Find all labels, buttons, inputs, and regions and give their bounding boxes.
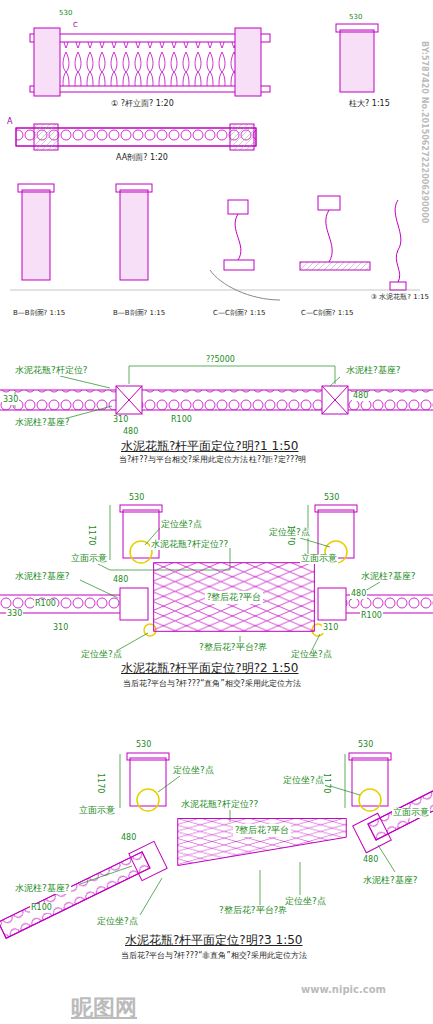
dimension-label: 定位坐?点 (80, 650, 123, 660)
dimension-label: 水泥柱?基座? (345, 366, 402, 376)
dimension-label: 480 (350, 590, 367, 599)
dimension-label: R100 (170, 416, 193, 425)
view-title: 水泥花瓶?杆平面定位?明?1 1:50 (120, 440, 300, 453)
dimension-label: 柱大? 1:15 (348, 100, 391, 109)
dimension-label: 1170 (95, 772, 104, 794)
dimension-label: ③ 水泥花瓶? 1:15 (370, 294, 430, 302)
dimension-label: 530 (357, 741, 374, 750)
dimension-label: AA剖面? 1:20 (115, 154, 169, 163)
view-title: 昵图网 (70, 996, 138, 1020)
view-title: 水泥花瓶?杆平面定位?明?2 1:50 (120, 662, 300, 675)
dimension-label: B—B剖面? 1:15 (12, 310, 66, 318)
dimension-label: 330 (6, 610, 23, 619)
dimension-label: R100 (30, 904, 53, 913)
dimension-label: R100 (34, 600, 57, 609)
dimension-label: ?整后花?平台?界 (198, 643, 268, 653)
dimension-label: 水泥柱?基座? (14, 884, 71, 894)
dimension-label: 定位坐?点 (284, 897, 327, 907)
dimension-label: C—C剖面? 1:15 (212, 310, 266, 318)
dimension-label: 1170 (86, 524, 95, 546)
dimension-label: 立面示意 (70, 554, 108, 564)
dimension-label: 定位坐?点 (290, 650, 333, 660)
dimension-label: 310 (52, 624, 69, 633)
dimension-label: 480 (122, 428, 139, 437)
dimension-label: 530 (135, 741, 152, 750)
dimension-label: 480 (120, 834, 137, 843)
dimension-label: 310 (112, 416, 129, 425)
dimension-label: 330 (2, 396, 19, 405)
dimension-label: 水泥柱?基座? (362, 876, 419, 886)
watermark-id: BY:5787420 No.20150627222006290000 (419, 40, 428, 224)
dimension-label: 定位坐?点 (96, 917, 139, 927)
dimension-label: 水泥柱?基座? (14, 572, 71, 582)
dimension-label: 水泥花瓶?杆定位?? (150, 540, 229, 550)
dimension-label: 当?杆??与平台相交?采用此定位方法 (118, 456, 249, 465)
dimension-label: ① ?杆立面? 1:20 (110, 100, 175, 109)
dimension-label: 立面示意 (300, 554, 338, 564)
dimension-label: 530 (348, 14, 363, 22)
dimension-label: 定位坐?点 (282, 776, 325, 786)
dimension-label: 530 (58, 10, 73, 18)
platform-area: ?整后花?平台 (152, 562, 316, 632)
dimension-label: 立面示意 (78, 806, 116, 816)
dimension-label: 定位坐?点 (268, 528, 311, 538)
platform-label: ?整后花?平台 (205, 591, 264, 604)
dimension-label: ??5000 (205, 356, 236, 365)
dimension-label: 530 (323, 494, 340, 503)
dimension-label: 水泥花瓶?杆定位?? (180, 800, 259, 810)
dimension-label: A (6, 118, 13, 127)
dimension-label: R100 (360, 612, 383, 621)
dimension-label: C—C剖面? 1:15 (300, 310, 354, 318)
view-title: 水泥花瓶?杆平面定位?明?3 1:50 (124, 934, 304, 947)
platform-label: ?整后花?平台 (233, 824, 292, 837)
dimension-label: B—B剖面? 1:15 (112, 310, 166, 318)
dimension-label: 定位坐?点 (172, 766, 215, 776)
dimension-label: 水泥柱?基座? (14, 418, 71, 428)
dimension-label: 480 (362, 856, 379, 865)
platform-area: ?整后花?平台 (176, 818, 348, 866)
dimension-label: 水泥柱?基座? (360, 572, 417, 582)
dimension-label: 当后花?平台与?杆???“非直角”相交?采用此定位方法 (120, 952, 308, 961)
dimension-label: 柱??距?定???明 (248, 456, 307, 465)
dimension-label: 480 (352, 392, 369, 401)
dimension-label: 310 (322, 624, 339, 633)
dimension-label: www.nipic.com (300, 984, 387, 995)
dimension-label: 当后花?平台与?杆???“直角”相交?采用此定位方法 (122, 680, 302, 689)
dimension-label: 立面示意 (392, 808, 430, 818)
dimension-label: 定位坐?点 (160, 520, 203, 530)
dimension-label: 530 (128, 494, 145, 503)
dimension-label: 水泥花瓶?杆定位? (14, 366, 89, 376)
dimension-label: C (72, 22, 79, 30)
dimension-label: 480 (112, 576, 129, 585)
dimension-label: ?整后花?平台?界 (218, 906, 288, 916)
